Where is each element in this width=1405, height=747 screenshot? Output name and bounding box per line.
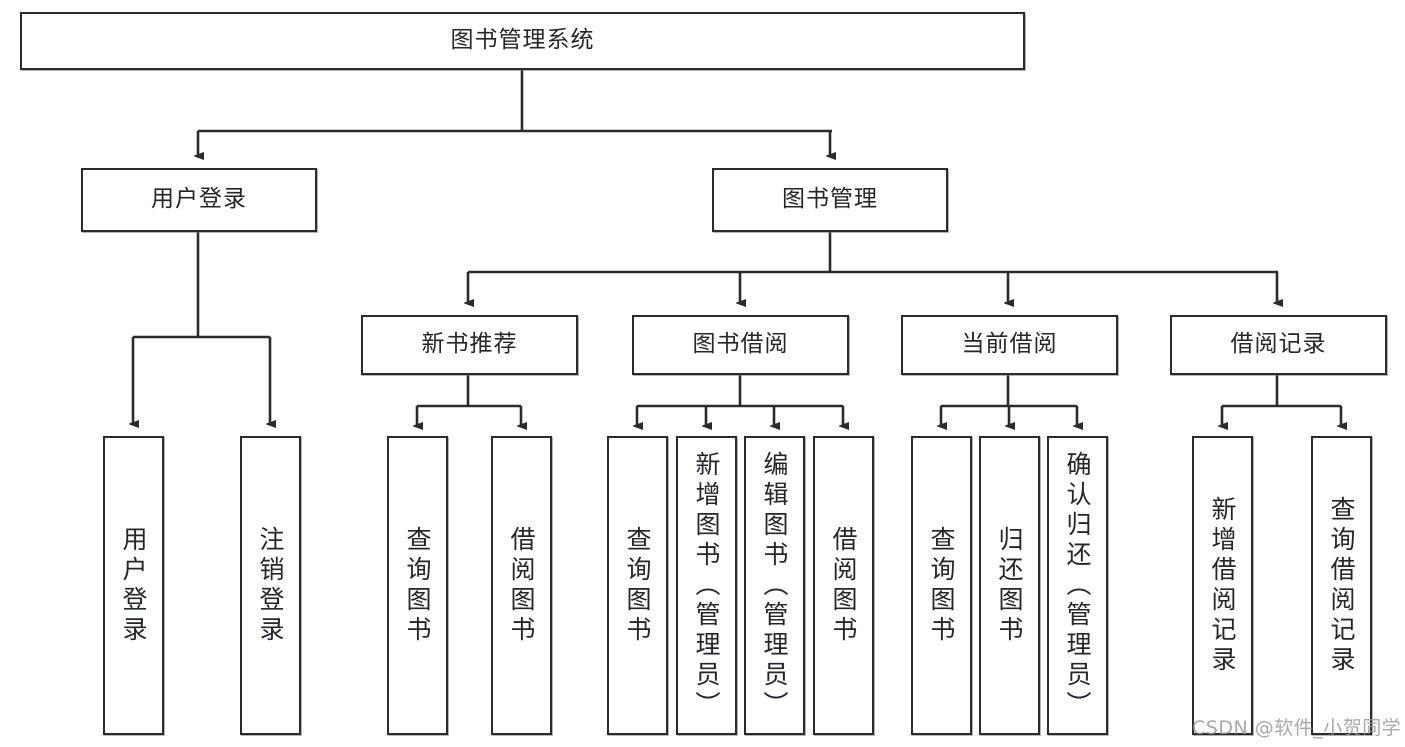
leaf-new-book-query[interactable]: 查询图书 — [387, 436, 448, 735]
leaf-book-borrow-add[interactable]: 新增图书（管理员） — [676, 436, 737, 735]
node-label: 新增借阅记录 — [1208, 495, 1237, 676]
leaf-book-borrow-lend[interactable]: 借阅图书 — [813, 436, 874, 735]
node-label: 用户登录 — [151, 186, 247, 213]
node-label: 查询图书 — [623, 525, 652, 646]
node-label: 图书管理 — [782, 186, 878, 213]
node-label: 当前借阅 — [961, 331, 1058, 358]
node-book-borrow[interactable]: 图书借阅 — [632, 315, 849, 375]
node-label: 查询图书 — [927, 525, 956, 646]
node-label: 归还图书 — [995, 525, 1024, 646]
leaf-current-borrow-query[interactable]: 查询图书 — [911, 436, 972, 735]
leaf-new-book-borrow[interactable]: 借阅图书 — [491, 436, 552, 735]
node-label: 新书推荐 — [421, 331, 518, 358]
node-label: 借阅图书 — [507, 525, 536, 646]
node-label: 图书借阅 — [692, 331, 789, 358]
node-label: 新增图书（管理员） — [692, 450, 721, 721]
node-label: 用户登录 — [119, 525, 148, 646]
leaf-book-borrow-edit[interactable]: 编辑图书（管理员） — [744, 436, 805, 735]
leaf-user-login-signin[interactable]: 用户登录 — [103, 436, 164, 735]
node-label: 确认归还（管理员） — [1063, 450, 1092, 721]
node-borrow-record[interactable]: 借阅记录 — [1170, 315, 1387, 375]
node-root-system[interactable]: 图书管理系统 — [20, 12, 1025, 70]
leaf-book-borrow-query[interactable]: 查询图书 — [607, 436, 668, 735]
leaf-user-login-signout[interactable]: 注销登录 — [240, 436, 301, 735]
node-label: 注销登录 — [256, 525, 285, 646]
node-label: 借阅图书 — [829, 525, 858, 646]
leaf-borrow-record-query[interactable]: 查询借阅记录 — [1311, 436, 1372, 735]
node-current-borrow[interactable]: 当前借阅 — [901, 315, 1118, 375]
node-label: 查询图书 — [403, 525, 432, 646]
node-label: 编辑图书（管理员） — [760, 450, 789, 721]
node-new-book-recommend[interactable]: 新书推荐 — [361, 315, 578, 375]
node-user-login[interactable]: 用户登录 — [81, 168, 317, 232]
node-label: 查询借阅记录 — [1327, 495, 1356, 676]
leaf-borrow-record-add[interactable]: 新增借阅记录 — [1192, 436, 1253, 735]
node-book-management[interactable]: 图书管理 — [712, 168, 948, 232]
node-label: 图书管理系统 — [450, 27, 595, 54]
leaf-current-borrow-confirm-return[interactable]: 确认归还（管理员） — [1047, 436, 1108, 735]
leaf-current-borrow-return[interactable]: 归还图书 — [979, 436, 1040, 735]
csdn-watermark: CSDN @软件_小贺同学 — [1192, 717, 1402, 739]
node-label: 借阅记录 — [1230, 331, 1327, 358]
